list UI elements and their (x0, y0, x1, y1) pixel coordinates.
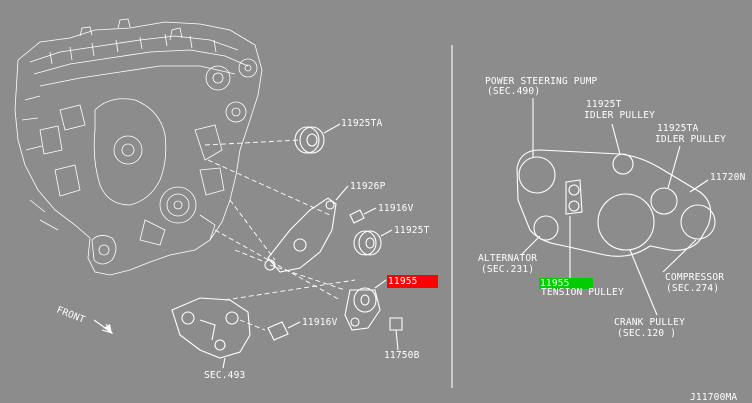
label-compressor: COMPRESSOR (665, 272, 724, 283)
label-crank-pulley: CRANK PULLEY (614, 317, 685, 328)
label-belt: 11720N (710, 172, 746, 183)
label-crank-sec: (SEC.120 ) (617, 328, 676, 339)
tension-pulley-11955-part (344, 279, 387, 331)
label-idler-ta-name: IDLER PULLEY (655, 134, 726, 145)
label-comp-sec: (SEC.274) (666, 283, 719, 294)
label-idler-t-number: 11925T (586, 99, 622, 110)
idler-pulley-11925t-part (353, 229, 393, 256)
label-alt-sec: (SEC.231) (481, 264, 534, 275)
label-tension-name: TENSION PULLEY (541, 287, 624, 298)
label-idler-ta-number: 11925TA (657, 123, 699, 134)
highlight-11955-box (387, 275, 438, 288)
engine-block-sketch (14, 18, 263, 276)
label-11925t: 11925T (394, 225, 430, 236)
figure-code: J11700MA (690, 392, 737, 403)
bolt-11916v-top-part (349, 207, 377, 224)
assembly-dashed-lines (204, 139, 356, 331)
bracket-11926p-part (264, 185, 349, 273)
label-11916v-bottom: 11916V (302, 317, 338, 328)
label-tension-number: 11955 (540, 278, 570, 289)
label-alternator: ALTERNATOR (478, 253, 537, 264)
label-11916v-top: 11916V (378, 203, 414, 214)
idler-pulley-11925ta-part (294, 123, 341, 154)
highlight-11955-legend-box (539, 278, 593, 289)
belt-routing-schematic (516, 98, 716, 316)
label-11926p: 11926P (350, 181, 386, 192)
bolt-11750b-part (389, 317, 403, 351)
label-11955: 11955 (388, 276, 418, 287)
label-idler-t-name: IDLER PULLEY (584, 110, 655, 121)
label-ps-sec: (SEC.490) (487, 86, 540, 97)
front-arrow (93, 319, 114, 334)
label-11750b: 11750B (384, 350, 420, 361)
label-sec493: SEC.493 (204, 370, 245, 381)
label-front: FRONT (55, 305, 87, 326)
bracket-sec493-part (171, 297, 251, 369)
label-11925ta: 11925TA (341, 118, 383, 129)
label-power-steering-pump: POWER STEERING PUMP (485, 76, 598, 87)
bolt-11916v-bottom-part (267, 321, 301, 341)
